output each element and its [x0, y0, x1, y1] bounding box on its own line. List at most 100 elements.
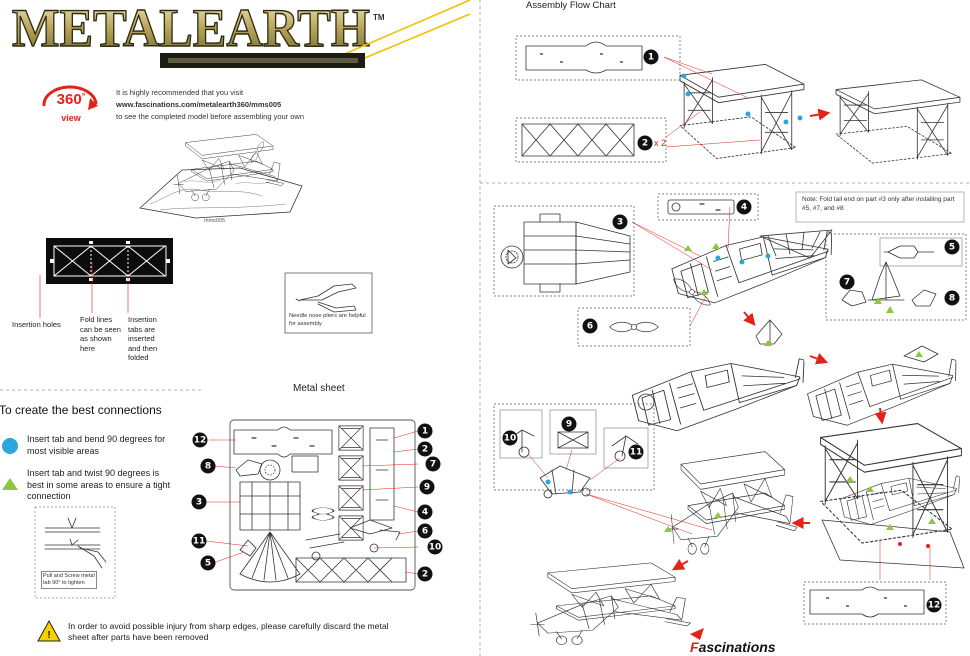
sheet-part-badge: 1 [417, 423, 433, 439]
flow-part-badge: 3 [612, 214, 628, 230]
sheet-part-badge: 9 [419, 479, 435, 495]
flow-parts-9-10-11-box [493, 403, 655, 499]
flow-part-badge-number: 10 [504, 434, 517, 444]
bend-marker-dot [715, 255, 721, 261]
icon-360-view: view [61, 113, 82, 123]
fuselage-with-engine [629, 351, 813, 438]
label-fold-lines: Fold lines can be seen as shown here [80, 315, 121, 353]
twist-marker [874, 297, 882, 304]
sheet-part-badge-number: 1 [422, 427, 428, 437]
sheet-part-5-tail [239, 539, 257, 557]
pull-and-screw-diagram [34, 506, 116, 599]
logo-wordmark: METALEARTH [12, 0, 370, 58]
metal-earth-logo: METALEARTH TM [11, 0, 385, 59]
flow-part-badge: 11 [628, 444, 644, 460]
icon-360-degree: ° [82, 91, 86, 101]
flow-part-badge: 4 [736, 199, 752, 215]
sheet-part-4-fuselage-top [291, 455, 319, 473]
pliers-note: Needle nose pliers are helpful for assem… [289, 313, 366, 327]
svg-text:!: ! [47, 630, 50, 641]
sheet-part-badge: 3 [191, 494, 207, 510]
pull-and-screw-note: Pull and Screw metal tab 90° to tighten [41, 571, 97, 589]
twist-marker [664, 526, 672, 532]
sheet-part-badge: 6 [417, 523, 433, 539]
bend-marker-dot [797, 115, 803, 121]
bend-marker-dot [765, 253, 771, 259]
flow-part-badge: 1 [643, 49, 659, 65]
metal-sheet-sample [46, 238, 173, 284]
sheet-part-badge-number: 5 [205, 559, 211, 569]
sheet-part-badge: 7 [425, 456, 441, 472]
flow-part-1-box [515, 35, 681, 81]
tail-step-detail [755, 319, 783, 346]
fascinations-logo: Fascinations [690, 628, 776, 655]
bend-tab-marker-icon [2, 438, 18, 454]
sheet-part-1 [369, 427, 395, 521]
pliers-box [284, 272, 373, 334]
sheet-part-badge: 10 [427, 539, 443, 555]
sheet-part-badge-number: 4 [422, 508, 428, 518]
twist-marker [886, 306, 894, 313]
svg-text:360°: 360° [57, 91, 86, 108]
logo-accent-lines [339, 0, 471, 61]
sheet-part-6-propeller [311, 507, 335, 521]
sheet-part-badge: 4 [417, 504, 433, 520]
twist-marker [714, 512, 722, 518]
sheet-part-2-bottom [295, 557, 407, 583]
upper-assembly-markers [846, 476, 936, 580]
flow-part-badge-number: 8 [949, 294, 955, 304]
flow-part-badge: 7 [839, 274, 855, 290]
flow-part-badge-number: 1 [648, 53, 654, 63]
flow-chart-title: Assembly Flow Chart [526, 0, 616, 11]
flow-arrow [874, 407, 887, 425]
flow-part-2-box [515, 117, 667, 163]
twist-marker [700, 289, 708, 295]
flow-part-3-box [493, 205, 635, 297]
sheet-part-8 [235, 459, 263, 477]
sheet-part-11-fan [239, 531, 301, 583]
sheet-part-badge-number: 9 [424, 483, 430, 493]
bend-marker-dot [567, 489, 573, 495]
recommend-line-3: to see the completed model before assemb… [116, 112, 305, 121]
flow-part-badge: 12 [926, 597, 942, 613]
flow-arrow [671, 559, 689, 571]
connections-title: To create the best connections [0, 403, 162, 417]
flow-part-badge: 10 [502, 430, 518, 446]
fascinations-rocket-icon [690, 628, 704, 640]
twist-tab-marker-icon [2, 478, 18, 490]
completed-model-illustration [139, 134, 303, 219]
landing-gear-leaders [527, 449, 713, 535]
logo-subtitle-banner [160, 53, 365, 68]
flow-part-badge: 5 [944, 239, 960, 255]
flow-part-badge: 2 [637, 135, 653, 151]
sheet-part-badge-number: 3 [196, 498, 202, 508]
flow-part-badge-number: 6 [587, 322, 593, 332]
needle-nose-pliers-icon [295, 283, 357, 313]
bend-marker-dot [745, 111, 751, 117]
twist-marker [684, 245, 692, 251]
bend-marker-dot [685, 91, 691, 97]
flow-part-4-box [657, 193, 759, 221]
sheet-part-badge-number: 8 [205, 462, 211, 472]
sheet-part-badge: 8 [200, 458, 216, 474]
flow-part-badge-number: 4 [741, 203, 747, 213]
sheet-part-badge: 12 [192, 432, 208, 448]
twist-instruction: Insert tab and twist 90 degrees is best … [27, 468, 171, 501]
flow-part-badge: 6 [582, 318, 598, 334]
flow-part-badge: 9 [561, 416, 577, 432]
bend-marker-dot [783, 119, 789, 125]
part-2-quantity: x 2 [654, 138, 666, 148]
bend-marker-dot [681, 73, 687, 79]
flow-part-badge-number: 12 [928, 601, 941, 611]
flow-part-badge-number: 9 [566, 420, 572, 430]
icon-360-number: 360 [57, 91, 82, 108]
biplane-final-model [530, 562, 691, 645]
flow-arrow [809, 353, 829, 365]
metal-sheet-diagram [229, 419, 416, 591]
flow-arrow [743, 311, 756, 326]
warning-text: In order to avoid possible injury from s… [68, 621, 389, 642]
recommend-url: www.fascinations.com/metalearth360/mms00… [116, 100, 282, 109]
